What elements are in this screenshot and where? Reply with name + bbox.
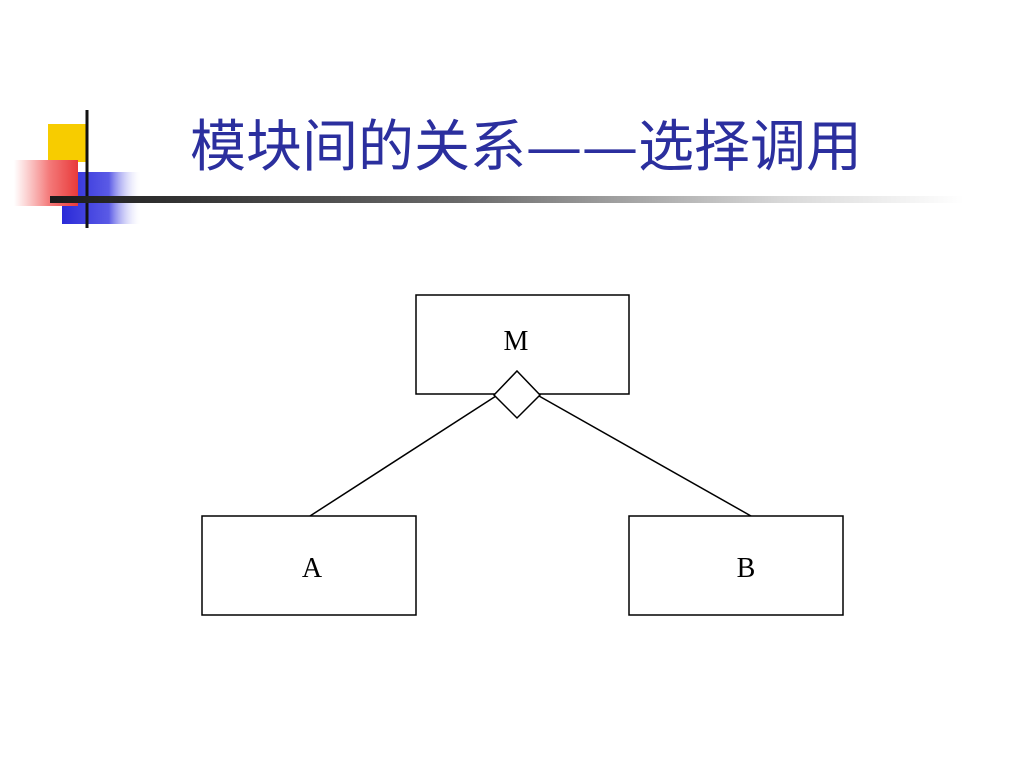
node-a-box (201, 515, 417, 616)
node-a: A (201, 515, 417, 616)
title-underline (50, 196, 964, 203)
node-b-label: B (737, 553, 756, 584)
selection-diamond-icon (492, 369, 542, 420)
node-b: B (628, 515, 844, 616)
edge-m-to-a (309, 395, 497, 517)
node-b-box (628, 515, 844, 616)
edge-m-to-b (538, 395, 752, 517)
deco-yellow-square (48, 124, 88, 162)
node-a-label: A (302, 553, 323, 584)
slide-title: 模块间的关系——选择调用 (190, 115, 862, 180)
node-m-label: M (504, 326, 529, 357)
